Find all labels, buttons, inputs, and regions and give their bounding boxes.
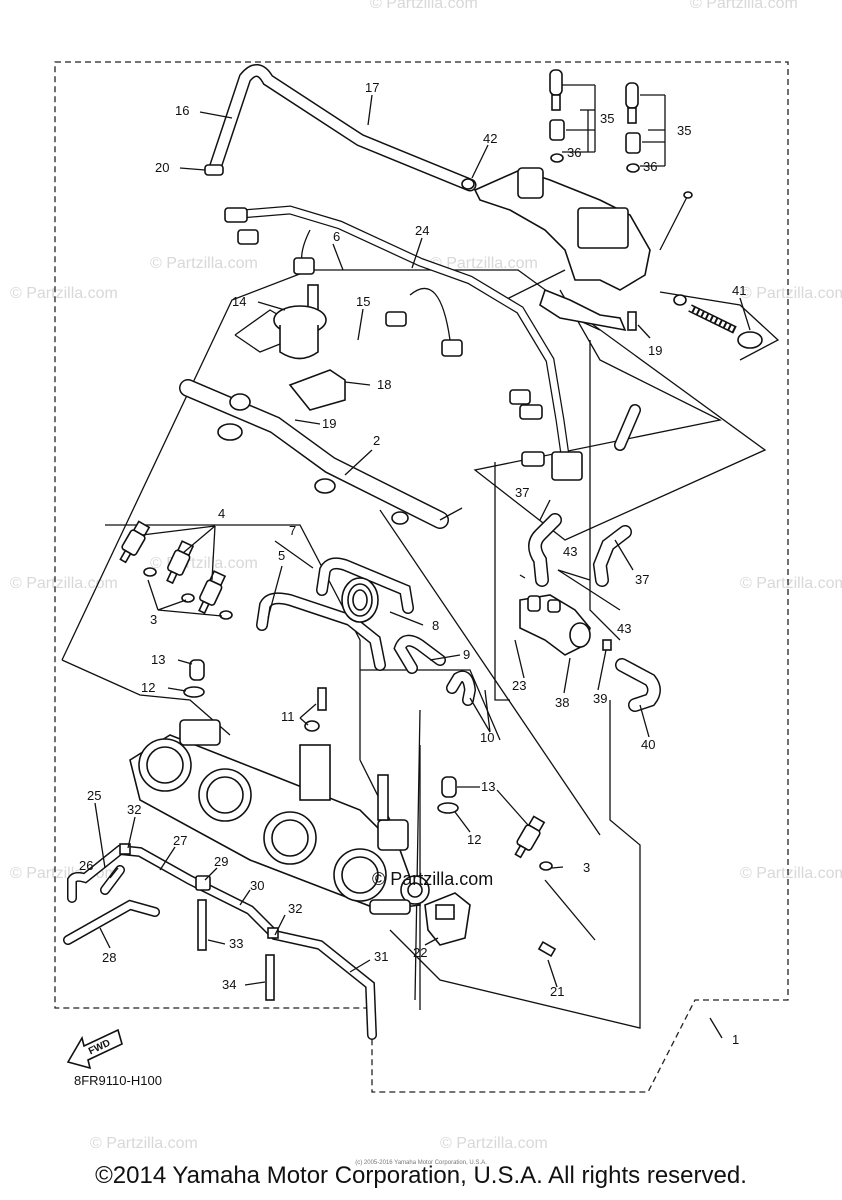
- callout-36: 36: [567, 145, 581, 160]
- callout-2: 2: [373, 433, 380, 448]
- small-copyright: (c) 2005-2016 Yamaha Motor Corporation, …: [355, 1160, 487, 1166]
- coolant-hoses: [528, 404, 641, 587]
- callout-numbers: 1 2 3 3 4 5 6 7 8 9 10 11 12 12 13 13 14…: [79, 80, 746, 1047]
- callout-19: 19: [322, 416, 336, 431]
- copyright-notice: ©2014 Yamaha Motor Corporation, U.S.A. A…: [95, 1162, 747, 1189]
- watermark: © Partzilla.com: [370, 0, 478, 12]
- watermark: © Partzilla.com: [440, 1135, 548, 1152]
- pressure-regulator: [273, 284, 327, 360]
- callout-26: 26: [79, 858, 93, 873]
- assembly-boundary: [54, 61, 789, 1093]
- fuel-rail: [179, 369, 463, 529]
- callout-41: 41: [732, 283, 746, 298]
- callout-43: 43: [563, 544, 577, 559]
- breather-hose-set: [63, 843, 377, 1040]
- breather-hose: [204, 64, 477, 192]
- watermark: © Partzilla.com: [10, 285, 118, 302]
- callout-6: 6: [333, 229, 340, 244]
- callout-27: 27: [173, 833, 187, 848]
- callout-15: 15: [356, 294, 370, 309]
- callout-23: 23: [512, 678, 526, 693]
- callout-13: 13: [481, 779, 495, 794]
- watermark: © Partzilla.com: [150, 555, 258, 572]
- callout-5: 5: [278, 548, 285, 563]
- diagram-code: 8FR9110-H100: [74, 1073, 162, 1088]
- watermarks: © Partzilla.com © Partzilla.com © Partzi…: [10, 0, 842, 1152]
- callout-3: 3: [150, 612, 157, 627]
- callout-38: 38: [555, 695, 569, 710]
- callout-37: 37: [635, 572, 649, 587]
- callout-35: 35: [677, 123, 691, 138]
- callout-30: 30: [250, 878, 264, 893]
- callout-36: 36: [643, 159, 657, 174]
- watermark: © Partzilla.com: [740, 285, 842, 302]
- callout-21: 21: [550, 984, 564, 999]
- callout-9: 9: [463, 647, 470, 662]
- callout-13: 13: [151, 652, 165, 667]
- callout-22: 22: [413, 945, 427, 960]
- callout-4: 4: [218, 506, 225, 521]
- thermo-valve: [519, 594, 661, 712]
- callout-34: 34: [222, 977, 236, 992]
- watermark: © Partzilla.com: [150, 255, 258, 272]
- callout-17: 17: [365, 80, 379, 95]
- callout-8: 8: [432, 618, 439, 633]
- callout-28: 28: [102, 950, 116, 965]
- fwd-arrow: FWD: [66, 1028, 123, 1070]
- center-watermark: © Partzilla.com: [372, 869, 493, 889]
- watermark: © Partzilla.com: [10, 575, 118, 592]
- injectors: [119, 520, 553, 871]
- vacuum-hoses: [256, 557, 477, 706]
- callout-37: 37: [515, 485, 529, 500]
- callout-11: 11: [281, 709, 295, 724]
- callout-12: 12: [467, 832, 481, 847]
- leader-lines: [94, 84, 751, 1039]
- throttle-position-sensor: [424, 892, 557, 958]
- throttle-bodies: [129, 719, 430, 915]
- watermark: © Partzilla.com: [430, 255, 538, 272]
- callout-31: 31: [374, 949, 388, 964]
- watermark: © Partzilla.com: [740, 865, 842, 882]
- callout-1: 1: [732, 1032, 739, 1047]
- callout-42: 42: [483, 131, 497, 146]
- wire-harness: [224, 205, 583, 481]
- callout-10: 10: [480, 730, 494, 745]
- callout-18: 18: [377, 377, 391, 392]
- small-fittings: [183, 659, 459, 814]
- callout-35: 35: [600, 111, 614, 126]
- callout-25: 25: [87, 788, 101, 803]
- callout-16: 16: [175, 103, 189, 118]
- callout-7: 7: [289, 523, 296, 538]
- callout-29: 29: [214, 854, 228, 869]
- watermark: © Partzilla.com: [740, 575, 842, 592]
- group-outlines: [61, 269, 780, 1029]
- callout-14: 14: [232, 294, 246, 309]
- callout-12: 12: [141, 680, 155, 695]
- callout-39: 39: [593, 691, 607, 706]
- callout-20: 20: [155, 160, 169, 175]
- clip: [204, 164, 224, 176]
- callout-19: 19: [648, 343, 662, 358]
- callout-32: 32: [288, 901, 302, 916]
- watermark: © Partzilla.com: [90, 1135, 198, 1152]
- idle-air-block: [473, 69, 693, 332]
- callout-40: 40: [641, 737, 655, 752]
- callout-43: 43: [617, 621, 631, 636]
- callout-32: 32: [127, 802, 141, 817]
- callout-3: 3: [583, 860, 590, 875]
- watermark: © Partzilla.com: [690, 0, 798, 12]
- pilot-screw: [673, 294, 763, 349]
- callout-24: 24: [415, 223, 429, 238]
- callout-33: 33: [229, 936, 243, 951]
